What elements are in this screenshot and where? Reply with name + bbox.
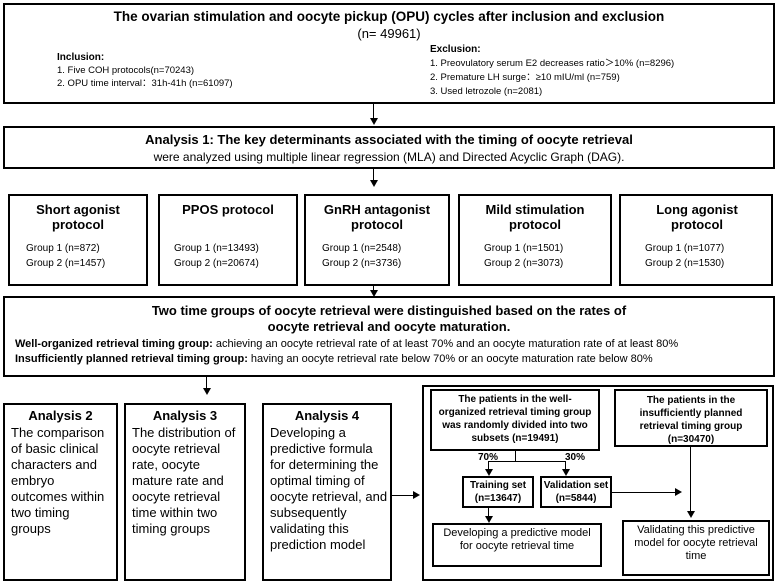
exclusion-item: 1. Preovulatory serum E2 decreases ratio…: [430, 58, 675, 69]
inclusion-title: Inclusion:: [57, 52, 105, 63]
exclusion-item: 3. Used letrozole (n=2081): [430, 86, 543, 97]
validate-model-box: Validating this predictive model for ooc…: [622, 520, 770, 576]
analysis4-title: Analysis 4: [294, 408, 360, 423]
protocol-box-long-agonist: Long agonist protocol Group 1 (n=1077) G…: [619, 194, 773, 286]
validate-model-text: Validating this predictive model for ooc…: [634, 524, 758, 562]
top-n: (n= 49961): [357, 26, 421, 41]
validation-set-box: Validation set (n=5844): [540, 476, 612, 508]
connector: [488, 461, 565, 462]
protocol-group1: Group 1 (n=872): [26, 243, 100, 254]
arrow-down-icon: [370, 290, 378, 297]
inclusion-item: 1. Five COH protocols(n=70243): [57, 65, 195, 76]
timing-groups-box: Two time groups of oocyte retrieval were…: [3, 296, 775, 377]
arrow-down-icon: [485, 516, 493, 523]
arrow-down-icon: [687, 511, 695, 518]
connector: [515, 451, 516, 462]
analysis2-box: Analysis 2 The comparison of basic clini…: [3, 403, 118, 581]
groups-title-line1: Two time groups of oocyte retrieval were…: [151, 303, 627, 318]
connector: [392, 495, 414, 496]
analysis1-subtitle: were analyzed using multiple linear regr…: [153, 150, 625, 164]
protocol-group1: Group 1 (n=1501): [484, 243, 564, 254]
protocol-box-mild-stimulation: Mild stimulation protocol Group 1 (n=150…: [458, 194, 612, 286]
well-organized-label: Well-organized retrieval timing group:: [15, 338, 213, 350]
connector: [565, 461, 566, 471]
analysis1-box: Analysis 1: The key determinants associa…: [3, 126, 775, 169]
training-set-text: Training set (n=13647): [469, 480, 527, 504]
protocol-title: GnRH antagonist protocol: [323, 202, 431, 232]
well-organized-definition: Well-organized retrieval timing group: a…: [15, 337, 775, 351]
training-set-box: Training set (n=13647): [462, 476, 534, 508]
well-organized-subset-box: The patients in the well-organized retri…: [430, 389, 600, 451]
exclusion-item: 2. Premature LH surge：≥10 mIU/ml (n=759): [430, 72, 620, 83]
arrow-down-icon: [203, 388, 211, 395]
analysis3-box: Analysis 3 The distribution of oocyte re…: [124, 403, 246, 581]
protocol-group1: Group 1 (n=2548): [322, 243, 402, 254]
analysis4-body: Developing a predictive formula for dete…: [270, 425, 388, 552]
validation-percentage: 30%: [565, 452, 586, 463]
connector: [373, 169, 374, 181]
validation-set-text: Validation set (n=5844): [543, 480, 609, 504]
connector: [373, 286, 374, 292]
protocol-box-short-agonist: Short agonist protocol Group 1 (n=872) G…: [8, 194, 148, 286]
well-organized-subset-text: The patients in the well-organized retri…: [438, 394, 592, 444]
top-title: The ovarian stimulation and oocyte picku…: [113, 9, 665, 24]
arrow-down-icon: [370, 118, 378, 125]
analysis3-title: Analysis 3: [152, 408, 218, 423]
insufficiently-planned-text: having an oocyte retrieval rate below 70…: [247, 353, 653, 365]
connector: [488, 461, 489, 471]
connector: [690, 447, 691, 513]
groups-title-line2: oocyte retrieval and oocyte maturation.: [267, 319, 511, 334]
develop-model-text: Developing a predictive model for oocyte…: [443, 527, 591, 552]
arrow-right-icon: [675, 488, 682, 496]
protocol-group2: Group 2 (n=3073): [484, 258, 564, 269]
well-organized-text: achieving an oocyte retrieval rate of at…: [212, 338, 679, 350]
protocol-title: Mild stimulation protocol: [485, 202, 585, 232]
arrow-down-icon: [370, 180, 378, 187]
analysis1-title: Analysis 1: The key determinants associa…: [145, 132, 633, 147]
protocol-group2: Group 2 (n=1457): [26, 258, 106, 269]
protocol-group1: Group 1 (n=13493): [174, 243, 259, 254]
arrow-right-icon: [413, 491, 420, 499]
connector: [612, 492, 676, 493]
protocol-title: Long agonist protocol: [656, 202, 738, 232]
protocol-title: Short agonist protocol: [36, 202, 120, 232]
develop-model-box: Developing a predictive model for oocyte…: [432, 523, 602, 567]
analysis2-title: Analysis 2: [28, 408, 93, 423]
connector: [206, 377, 207, 389]
protocol-box-ppos: PPOS protocol Group 1 (n=13493) Group 2 …: [158, 194, 298, 286]
insufficient-subset-box: The patients in the insufficiently plann…: [614, 389, 768, 447]
protocol-group2: Group 2 (n=3736): [322, 258, 402, 269]
protocol-group1: Group 1 (n=1077): [645, 243, 725, 254]
analysis2-body: The comparison of basic clinical charact…: [11, 425, 105, 536]
insufficiently-planned-definition: Insufficiently planned retrieval timing …: [15, 352, 775, 366]
protocol-group2: Group 2 (n=1530): [645, 258, 725, 269]
protocol-box-gnrh-antagonist: GnRH antagonist protocol Group 1 (n=2548…: [304, 194, 450, 286]
arrow-down-icon: [485, 469, 493, 476]
inclusion-exclusion-box: The ovarian stimulation and oocyte picku…: [3, 3, 775, 104]
arrow-down-icon: [562, 469, 570, 476]
insufficiently-planned-label: Insufficiently planned retrieval timing …: [15, 353, 248, 365]
connector: [488, 508, 489, 518]
inclusion-item: 2. OPU time interval：31h-41h (n=61097): [57, 78, 233, 89]
protocol-title: PPOS protocol: [182, 202, 274, 217]
analysis4-box: Analysis 4 Developing a predictive formu…: [262, 403, 392, 581]
connector: [373, 104, 374, 120]
training-percentage: 70%: [478, 452, 499, 463]
analysis3-body: The distribution of oocyte retrieval rat…: [132, 425, 236, 536]
insufficient-subset-text: The patients in the insufficiently plann…: [639, 395, 743, 445]
exclusion-title: Exclusion:: [430, 44, 481, 55]
protocol-group2: Group 2 (n=20674): [174, 258, 259, 269]
